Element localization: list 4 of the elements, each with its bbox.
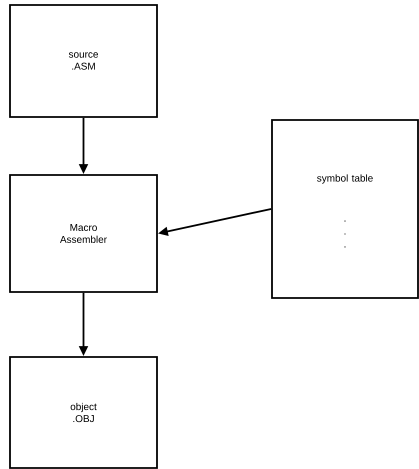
process-box: source .ASM — [9, 4, 158, 118]
process-box: symbol table . . . — [271, 119, 419, 299]
process-box: object .OBJ — [9, 356, 158, 469]
process-box: Macro Assembler — [9, 174, 158, 293]
